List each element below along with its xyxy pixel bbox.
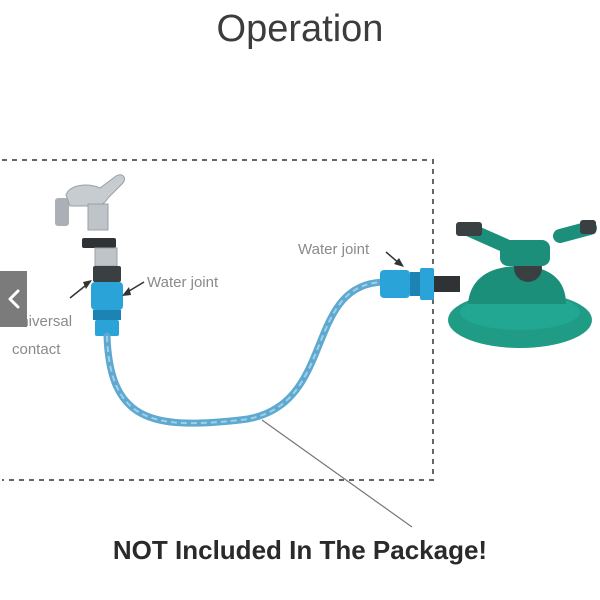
sprinkler bbox=[448, 220, 597, 348]
not-included-boundary bbox=[2, 159, 434, 481]
chevron-left-icon bbox=[8, 289, 19, 309]
water-joint-right-label: Water joint bbox=[298, 241, 370, 258]
universal-label: universal bbox=[12, 313, 73, 330]
garden-hose bbox=[103, 278, 392, 427]
faucet bbox=[55, 174, 125, 267]
not-included-notice: NOT Included In The Package! bbox=[112, 535, 488, 565]
page-title: Operation bbox=[216, 8, 384, 50]
left-water-joint bbox=[91, 266, 123, 336]
not-included-pointer bbox=[261, 419, 413, 528]
water-joint-left-label: Water joint bbox=[147, 274, 219, 291]
contact-label: contact bbox=[12, 341, 61, 358]
right-water-joint bbox=[380, 268, 460, 300]
previous-image-button[interactable] bbox=[0, 271, 27, 327]
